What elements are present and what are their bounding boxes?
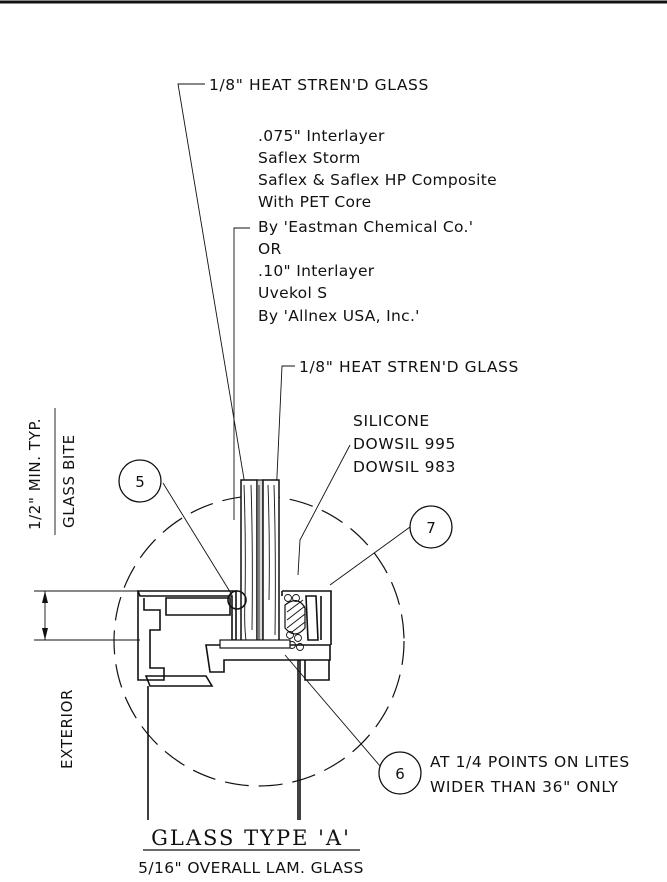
- label-exterior: EXTERIOR: [58, 689, 76, 769]
- leader-silicone: [297, 444, 351, 576]
- interlayer-line-1: .075" Interlayer: [258, 127, 385, 145]
- silicone-line-3: DOWSIL 983: [353, 458, 456, 476]
- tag-6-label: 6: [395, 765, 405, 783]
- laminated-glass: [240, 479, 280, 644]
- setting-gasket-5: [227, 590, 247, 610]
- dim-arrow-top: [42, 591, 48, 603]
- frame-mullion: [147, 660, 330, 820]
- tag-5-label: 5: [135, 473, 145, 491]
- frame-lower-web: [144, 675, 214, 687]
- leader-glass-top: [177, 83, 251, 516]
- interlayer: [256, 479, 264, 644]
- note-6-line-2: WIDER THAN 36" ONLY: [430, 778, 619, 796]
- label-glass-bite-dim: 1/2" MIN. TYP.: [26, 418, 44, 530]
- interlayer-line-7: .10" Interlayer: [258, 262, 375, 280]
- leader-lines: [162, 83, 411, 774]
- leader-tag-7: [329, 526, 411, 586]
- tag-7-label: 7: [426, 519, 436, 537]
- glass-bite-dimension: [34, 590, 140, 641]
- frame-glazing-pocket: [205, 644, 331, 673]
- stop-snap: [305, 595, 319, 641]
- label-glass-top: 1/8" HEAT STREN'D GLASS: [209, 76, 429, 94]
- frame-web: [165, 597, 231, 616]
- tag-6: 6: [378, 751, 422, 795]
- frame-pressure-plate: [281, 590, 332, 645]
- drawing-title: GLASS TYPE 'A': [151, 826, 351, 850]
- interlayer-line-2: Saflex Storm: [258, 149, 361, 167]
- frame-left-leg: [137, 591, 165, 681]
- label-glass-bite: GLASS BITE: [60, 434, 78, 528]
- interlayer-line-9: By 'Allnex USA, Inc.': [258, 307, 420, 325]
- aluminum-frame: [136, 590, 332, 820]
- tag-5: 5: [118, 459, 162, 503]
- leader-interlayer: [233, 227, 250, 520]
- silicone-line-1: SILICONE: [353, 412, 430, 430]
- setting-block-6: [219, 639, 291, 649]
- interlayer-line-5: By 'Eastman Chemical Co.': [258, 218, 473, 236]
- silicone-line-2: DOWSIL 995: [353, 435, 456, 453]
- silicone-hatch: [286, 599, 306, 633]
- label-glass-bottom: 1/8" HEAT STREN'D GLASS: [299, 358, 519, 376]
- drawing-subtitle: 5/16" OVERALL LAM. GLASS: [138, 859, 364, 877]
- outer-glass-lite: [240, 479, 258, 644]
- dim-arrow-bottom: [42, 628, 48, 640]
- leader-glass-bottom: [274, 365, 295, 521]
- tag-7: 7: [409, 505, 453, 549]
- inner-glass-lite: [262, 479, 280, 644]
- note-6: AT 1/4 POINTS ON LITES WIDER THAN 36" ON…: [430, 753, 630, 796]
- note-6-line-1: AT 1/4 POINTS ON LITES: [430, 753, 630, 771]
- interlayer-line-4: With PET Core: [258, 193, 371, 211]
- silicone-note: SILICONE DOWSIL 995 DOWSIL 983: [353, 412, 456, 476]
- interlayer-line-3: Saflex & Saflex HP Composite: [258, 171, 497, 189]
- interlayer-note: .075" Interlayer Saflex Storm Saflex & S…: [258, 127, 497, 325]
- leader-tag-6: [284, 654, 387, 774]
- interlayer-line-8: Uvekol S: [258, 284, 327, 302]
- interlayer-line-6: OR: [258, 240, 282, 258]
- leader-tag-5: [162, 482, 233, 596]
